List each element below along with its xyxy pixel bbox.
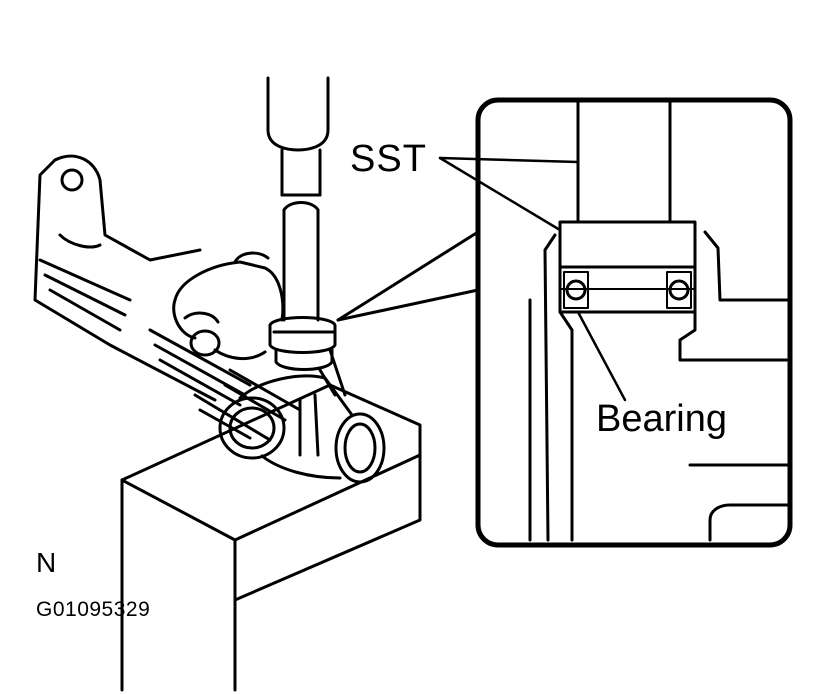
callout-leader [336,230,480,322]
differential-case [218,348,386,484]
gear-housing [33,154,302,442]
work-bench [120,383,422,692]
hand [172,251,285,360]
figure-id-label: G01095329 [36,598,151,621]
sst-label: SST [350,138,427,180]
bearing-label: Bearing [596,398,727,440]
orientation-label: N [36,547,57,578]
sst-leader-lines [438,156,580,232]
detail-inset [475,97,793,548]
bearing-leader-line [576,310,627,402]
press-ram [266,76,330,197]
